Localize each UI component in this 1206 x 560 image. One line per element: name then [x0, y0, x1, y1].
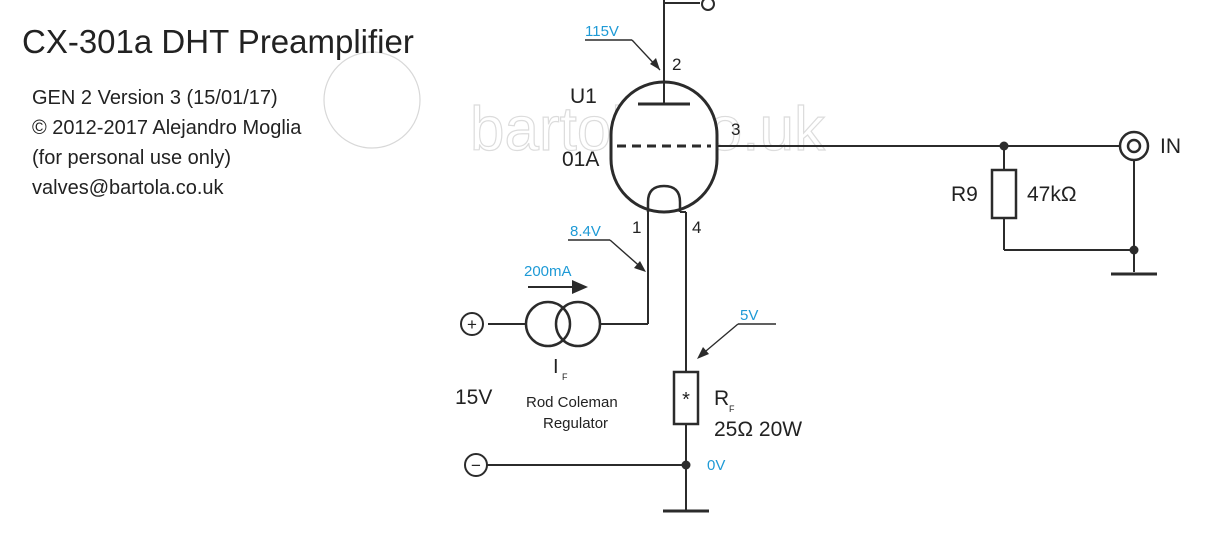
rf-marker: *: [682, 389, 690, 411]
supply-voltage-label: 15V: [455, 386, 492, 409]
version-text: GEN 2 Version 3 (15/01/17): [32, 87, 278, 109]
valve-type-label: 01A: [562, 148, 599, 171]
negative-terminal-sign: −: [471, 456, 481, 475]
rf-ref-sub-label: F: [729, 404, 735, 414]
r9-value-label: 47kΩ: [1027, 183, 1077, 206]
ground-voltage-label: 0V: [707, 457, 725, 474]
current-source: [488, 300, 602, 348]
rf-value-label: 25Ω 20W: [714, 418, 802, 441]
positive-terminal-sign: +: [467, 315, 477, 334]
r9-ref-label: R9: [951, 183, 978, 206]
valve-filament: [646, 184, 682, 212]
page-title: CX-301a DHT Preamplifier: [22, 23, 414, 60]
rf-ref-label: R: [714, 387, 729, 410]
plate-wire: [663, 0, 715, 82]
regulator-name-line1: Rod Coleman: [526, 394, 618, 411]
current-source-symbol: I: [553, 356, 559, 378]
pin-filament-neg-label: 1: [632, 218, 641, 237]
filament-pos-wire: [663, 211, 709, 513]
positive-terminal: [460, 312, 484, 336]
rf-voltage-label: 5V: [740, 307, 758, 324]
filament-voltage-label: 8.4V: [570, 223, 601, 240]
output-terminal: [701, 0, 715, 11]
plate-voltage-label: 115V: [585, 23, 619, 40]
watermark-circle: [323, 51, 421, 149]
filament-voltage-annotation: 8.4V: [568, 223, 646, 272]
input-connector: [1118, 130, 1150, 162]
valve-ref-label: U1: [570, 85, 597, 108]
resistor-rf: [672, 370, 700, 426]
current-label: 200mA: [524, 263, 572, 280]
filament-neg-wire: [600, 212, 649, 325]
pin-grid-label: 3: [731, 120, 740, 139]
current-source-symbol-sub: F: [562, 372, 568, 382]
copyright-text: © 2012-2017 Alejandro Moglia: [32, 117, 302, 139]
pin-filament-pos-label: 4: [692, 218, 701, 237]
usage-text: (for personal use only): [32, 147, 231, 169]
pin-plate-label: 2: [672, 55, 681, 74]
resistor-r9: [990, 168, 1018, 220]
rf-voltage-annotation: 5V: [697, 307, 776, 359]
plate-voltage-annotation: 115V: [585, 23, 661, 71]
grid-wire: [717, 141, 1157, 276]
input-label: IN: [1160, 135, 1181, 158]
current-arrow: [528, 280, 588, 294]
email-text: valves@bartola.co.uk: [32, 177, 225, 199]
negative-terminal: [464, 453, 488, 477]
valve-01a: [609, 80, 719, 214]
regulator-name-line2: Regulator: [543, 415, 608, 432]
